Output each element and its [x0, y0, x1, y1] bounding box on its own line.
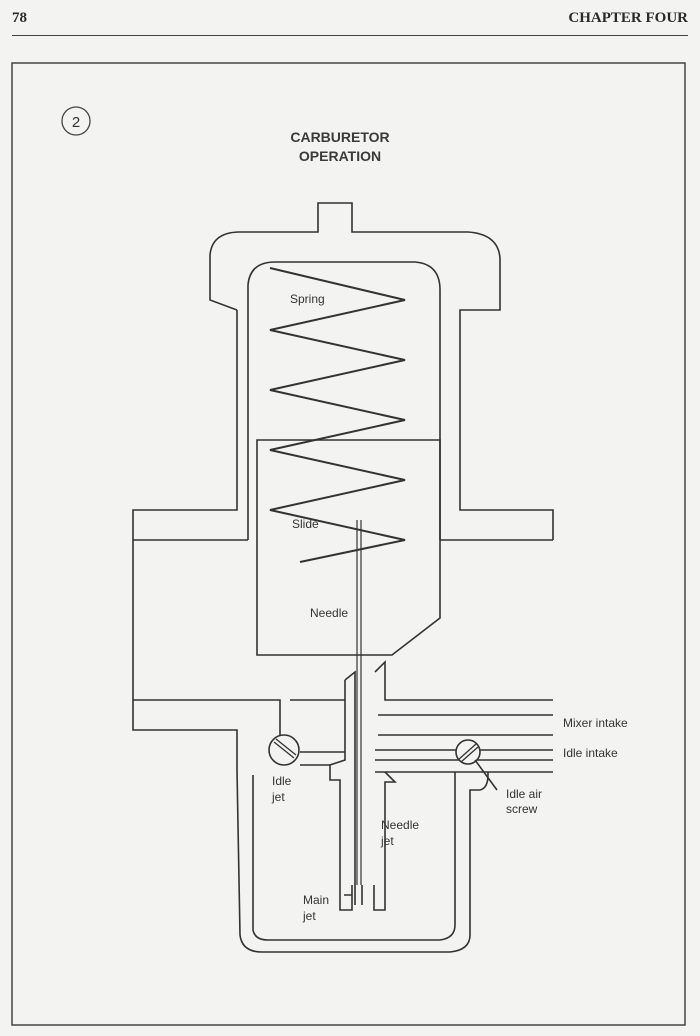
label-idle-air-screw: Idle air: [506, 787, 542, 801]
idle-air-screw: [455, 739, 498, 791]
needle: [356, 520, 362, 885]
page-number: 78: [12, 10, 27, 26]
label-mixer-intake: Mixer intake: [563, 716, 628, 730]
diagram-labels: Spring Slide Needle Mixer intake Idle in…: [271, 292, 628, 923]
figure-number: 2: [72, 114, 80, 131]
idle-jet: [268, 734, 300, 766]
header-rule: [12, 35, 688, 36]
label-needle-jet-2: jet: [380, 834, 394, 848]
figure-title-line1: CARBURETOR: [290, 129, 389, 145]
label-main-jet: Main: [303, 893, 329, 907]
label-needle-jet: Needle: [381, 818, 419, 832]
label-spring: Spring: [290, 292, 325, 306]
chapter-title: CHAPTER FOUR: [568, 10, 688, 26]
label-needle: Needle: [310, 606, 348, 620]
label-main-jet-2: jet: [302, 909, 316, 923]
carburetor-body: [132, 202, 554, 953]
label-idle-jet-2: jet: [271, 790, 285, 804]
label-idle-air-screw-2: screw: [506, 802, 538, 816]
spring: [269, 267, 406, 563]
label-idle-intake: Idle intake: [563, 746, 618, 760]
figure-number-badge: 2: [61, 106, 91, 136]
label-idle-jet: Idle: [272, 774, 292, 788]
label-slide: Slide: [292, 517, 319, 531]
figure-title-line2: OPERATION: [299, 148, 381, 164]
figure-frame: [11, 62, 686, 1026]
